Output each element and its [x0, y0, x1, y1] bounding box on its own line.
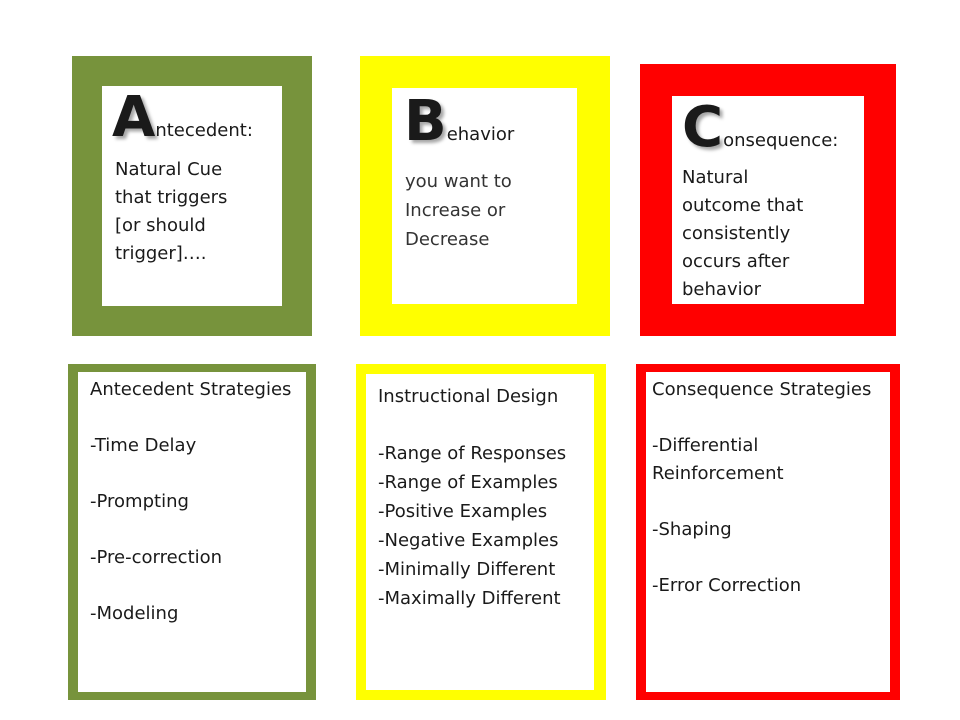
antecedent-description: Natural Cue that triggers [or should tri… — [115, 159, 228, 264]
strategy-item: -Positive Examples — [378, 501, 548, 522]
strategy-item: -Negative Examples — [378, 530, 559, 551]
strategy-item: Reinforcement — [652, 463, 784, 484]
consequence-strategies-list: Consequence Strategies -Differential Rei… — [652, 376, 871, 600]
strategy-item: -Pre-correction — [90, 547, 223, 568]
strategy-item: -Differential — [652, 435, 759, 456]
consequence-heading: onsequence: — [723, 130, 839, 151]
behavior-description: you want to Increase or Decrease — [405, 171, 512, 250]
strategy-item: -Prompting — [90, 491, 189, 512]
behavior-card: Behavior you want to Increase or Decreas… — [360, 56, 610, 336]
strategy-item: -Error Correction — [652, 575, 802, 596]
consequence-description: Natural outcome that consistently occurs… — [682, 167, 804, 300]
strategy-item: -Time Delay — [90, 435, 197, 456]
instructional-design-card — [356, 364, 606, 700]
antecedent-strategies-title: Antecedent Strategies — [90, 379, 292, 400]
behavior-heading: ehavior — [446, 124, 515, 145]
strategy-item: -Maximally Different — [378, 588, 561, 609]
strategy-item: -Range of Examples — [378, 472, 558, 493]
consequence-letter: C — [682, 95, 724, 160]
instructional-design-inner — [366, 374, 594, 690]
consequence-strategies-title: Consequence Strategies — [652, 379, 872, 400]
instructional-design-list: Instructional Design -Range of Responses… — [378, 382, 566, 613]
behavior-letter: B — [404, 89, 447, 154]
antecedent-card: Antecedent: Natural Cue that triggers [o… — [72, 56, 312, 336]
antecedent-heading: ntecedent: — [155, 120, 253, 141]
antecedent-strategies-inner — [78, 372, 306, 692]
consequence-inner: Consequence: Natural outcome that consis… — [672, 96, 864, 304]
antecedent-strategies-list: Antecedent Strategies -Time Delay -Promp… — [90, 376, 291, 628]
antecedent-inner: Antecedent: Natural Cue that triggers [o… — [102, 86, 282, 306]
antecedent-letter: A — [112, 85, 156, 150]
strategy-item: -Minimally Different — [378, 559, 556, 580]
behavior-inner: Behavior you want to Increase or Decreas… — [392, 88, 577, 304]
antecedent-strategies-card — [68, 364, 316, 700]
strategy-item: -Shaping — [652, 519, 732, 540]
consequence-card: Consequence: Natural outcome that consis… — [640, 64, 896, 336]
instructional-design-title: Instructional Design — [378, 386, 559, 407]
consequence-strategies-card — [636, 364, 900, 700]
strategy-item: -Modeling — [90, 603, 179, 624]
strategy-item: -Range of Responses — [378, 443, 567, 464]
consequence-strategies-inner — [646, 372, 890, 692]
